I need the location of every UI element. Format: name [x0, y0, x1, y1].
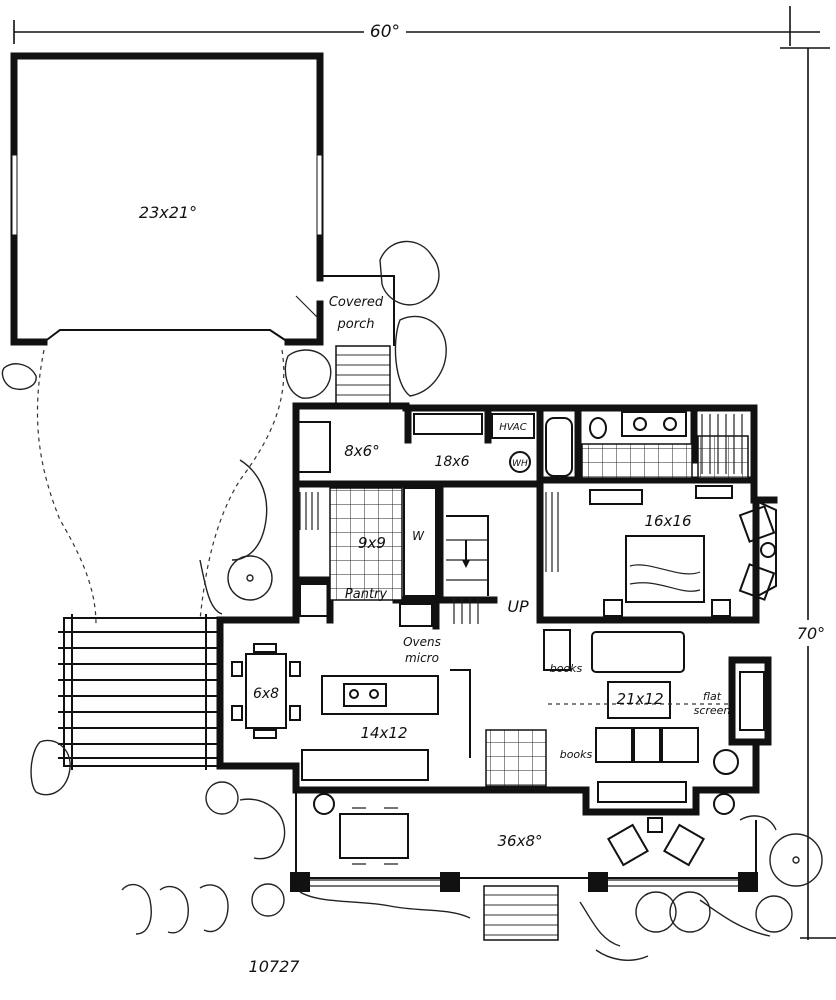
- laundry-counter: [413, 413, 483, 435]
- hvac-box: [491, 413, 535, 439]
- ovens-label-2: micro: [405, 651, 439, 665]
- tv-label-2: screen: [694, 704, 731, 717]
- ovens-label-1: Ovens: [403, 635, 441, 649]
- driveway-outline: [36, 349, 97, 626]
- tv-label-1: flat: [703, 690, 722, 703]
- overall-width-label: 60°: [370, 22, 400, 42]
- plan-number: 10727: [249, 957, 301, 976]
- bedroom-label: 16x16: [644, 512, 691, 530]
- garage-label: 23x21°: [139, 203, 197, 222]
- bathroom-fixtures: [545, 411, 687, 477]
- overall-depth-label: 70°: [797, 624, 825, 643]
- covered-porch: [320, 275, 395, 405]
- living-label: 21x12: [616, 690, 663, 708]
- w-label: W: [412, 529, 425, 543]
- dining-set: [231, 643, 301, 739]
- pantry-box: [299, 583, 329, 617]
- garage: [10, 52, 324, 346]
- covered-porch-label-1: Covered: [329, 295, 384, 310]
- kitchen-island: [321, 669, 471, 758]
- mudroom-label: 8x6°: [344, 442, 379, 460]
- water-heater: [509, 451, 531, 473]
- front-porch-label: 36x8°: [497, 832, 542, 850]
- pergola: [58, 614, 220, 770]
- hvac-label: HVAC: [499, 422, 527, 433]
- closets: [299, 414, 743, 624]
- living-furniture: [543, 629, 739, 803]
- pantry-label: Pantry: [345, 587, 387, 602]
- books-upper-label: books: [550, 662, 583, 675]
- landscaping: [1, 240, 823, 961]
- bay-window: [753, 499, 777, 599]
- driveway-outline-right: [199, 349, 285, 621]
- kitchen-label: 9x9: [358, 534, 386, 552]
- bedroom-furniture: [589, 485, 776, 617]
- oven-cabinet: [399, 603, 433, 627]
- kitchen-counter-lower: [301, 749, 429, 781]
- laundry-label: 18x6: [434, 454, 469, 470]
- dining-label: 6x8: [253, 686, 279, 702]
- covered-porch-label-2: porch: [337, 317, 375, 332]
- bath-tile-2: [697, 435, 749, 479]
- front-porch: [290, 790, 758, 941]
- books-lower-label: books: [560, 748, 593, 761]
- kitchen-tile: [329, 487, 403, 601]
- great-room-label: 14x12: [360, 724, 407, 742]
- dimension-lines: [13, 6, 836, 940]
- stair: [446, 515, 489, 596]
- stair-up-label: UP: [507, 597, 529, 616]
- entry-tile: [485, 729, 547, 787]
- bath-tile: [581, 443, 693, 479]
- kitchen-counter: [403, 487, 437, 597]
- house-walls: [216, 402, 778, 816]
- mudroom-bench: [297, 421, 331, 473]
- wh-label: WH: [512, 459, 528, 469]
